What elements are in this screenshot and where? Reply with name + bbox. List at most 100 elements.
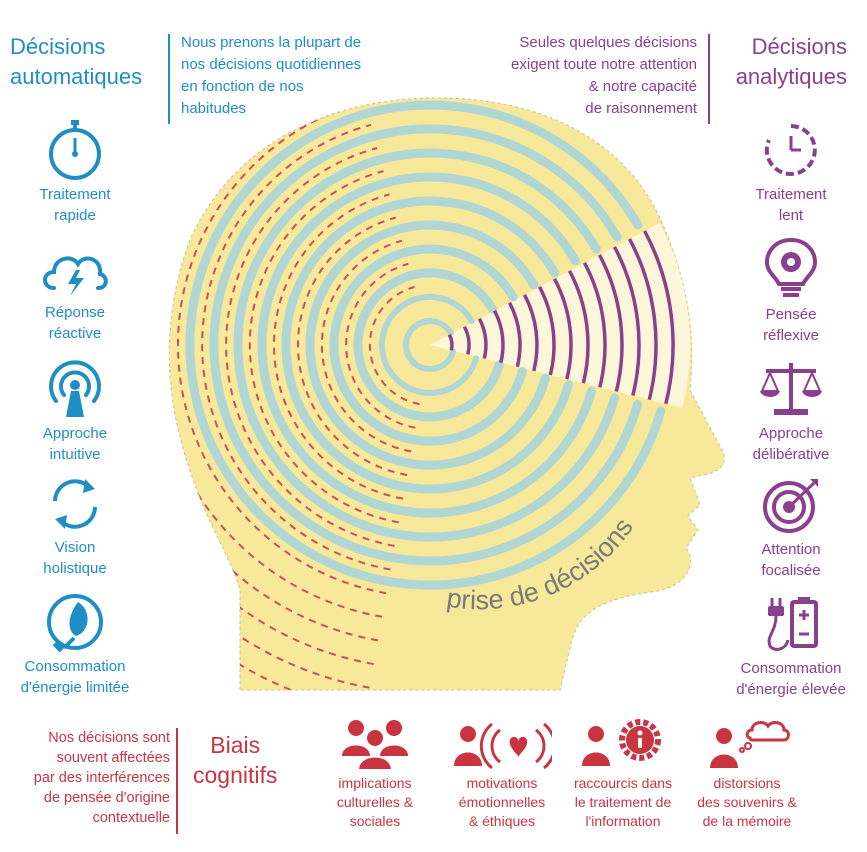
analytic-arc (537, 285, 556, 376)
ring-arc (329, 244, 527, 446)
wave-arc (345, 262, 416, 429)
analytic-desc-line: exigent toute notre attention (511, 56, 697, 73)
bias-divider (176, 728, 178, 834)
person-thought-icon (710, 721, 790, 768)
bias-label-line: distorsions (713, 775, 781, 791)
item-label-line: Réponse (44, 304, 106, 321)
analytic-arc (552, 277, 573, 380)
bias-label-line: émotionnelles (458, 794, 546, 810)
cloud-lightning-icon (43, 256, 108, 296)
bias-cultural-social: implications culturelles & sociales (310, 716, 440, 831)
bias-label-line: raccourcis dans (573, 775, 673, 791)
ring-arc (257, 172, 596, 518)
item-label-line: Vision (54, 539, 96, 556)
bias-label-line: sociales (349, 813, 401, 829)
automatic-title-line2: automatiques (10, 64, 143, 89)
wave-arc (169, 97, 374, 666)
ring-arc (209, 124, 643, 566)
ring-arc (233, 148, 620, 542)
clock-icon (764, 124, 817, 176)
bias-label-line: & éthiques (468, 813, 536, 829)
people-group-icon (342, 720, 408, 770)
stopwatch-icon (49, 120, 101, 180)
item-fast-processing: Traitement rapide (0, 118, 150, 226)
analytic-desc-line: & notre capacité (588, 78, 697, 95)
item-label-line: Approche (758, 425, 824, 442)
lightbulb-gear-icon (764, 237, 818, 297)
battery-plug-icon (767, 597, 818, 651)
auto-desc-line: nos décisions quotidiennes (181, 56, 362, 73)
automatic-decisions-title: Décisions automatiques (10, 32, 142, 92)
cognitive-biases-title: Biais cognitifs (193, 730, 277, 790)
bias-desc-line: de pensée d'origine (43, 790, 170, 806)
item-label-line: Pensée (765, 306, 817, 323)
item-label-line: réflexive (763, 327, 819, 344)
analytic-desc-line: de raisonnement (585, 100, 697, 117)
item-label-line: délibérative (752, 446, 830, 463)
wave-arc (176, 100, 387, 595)
analytic-title-line2: analytiques (735, 64, 847, 89)
analytic-desc-line: Seules quelques décisions (519, 34, 697, 51)
item-label-line: Attention (761, 541, 821, 558)
item-label-line: Consommation (24, 658, 126, 675)
item-label-line: Consommation (740, 660, 842, 677)
bias-label-line: motivations (466, 775, 538, 791)
bias-label-line: l'information (585, 813, 661, 829)
analytic-arc (462, 325, 471, 355)
bias-description: Nos décisions sont souvent affectées par… (34, 728, 170, 828)
item-low-energy: Consommation d'énergie limitée (0, 592, 150, 698)
analytic-arc (612, 246, 641, 397)
item-holistic-vision: Vision holistique (0, 475, 150, 579)
analytic-arc (492, 309, 505, 364)
item-label-line: focalisée (761, 562, 821, 579)
item-label-line: intuitive (49, 446, 101, 463)
wave-arc (297, 216, 408, 476)
analytic-title-line1: Décisions (751, 34, 847, 59)
person-heart-icon (454, 722, 552, 770)
automatic-decisions-description: Nous prenons la plupart de nos décisions… (181, 32, 361, 120)
item-deliberative-approach: Approche délibérative (716, 357, 866, 465)
item-label-line: holistique (43, 560, 107, 577)
bias-label-line: culturelles & (336, 794, 414, 810)
scales-icon (760, 363, 822, 415)
item-label-line: Traitement (755, 186, 827, 203)
item-reflexive-thinking: Pensée réflexive (716, 236, 866, 346)
item-focused-attention: Attention focalisée (716, 475, 866, 581)
item-label-line: réactive (48, 325, 102, 342)
antenna-icon (49, 360, 101, 417)
target-icon (763, 479, 818, 533)
wave-arc (368, 286, 420, 406)
item-label-line: Traitement (39, 186, 111, 203)
bias-emotional-ethical: motivations émotionnelles & éthiques (437, 716, 567, 831)
ring-arc (403, 318, 457, 372)
item-label-line: d'énergie limitée (20, 679, 130, 696)
bias-label-line: des souvenirs & (697, 794, 797, 810)
analytic-arc (643, 230, 675, 405)
auto-desc-line: habitudes (181, 100, 247, 117)
analytic-decisions-description: Seules quelques décisions exigent toute … (511, 32, 697, 120)
ring-arc (185, 100, 666, 590)
bias-title-line1: Biais (210, 732, 261, 758)
wave-arc (320, 239, 412, 453)
analytic-arc (567, 269, 590, 384)
bias-title-line2: cognitifs (193, 762, 278, 788)
bias-label-line: implications (338, 775, 412, 791)
cycle-arrows-icon (53, 479, 97, 529)
ring-arc (305, 220, 550, 470)
person-gear-info-icon (582, 719, 661, 766)
item-reactive-response: Réponse réactive (0, 246, 150, 344)
automatic-title-line1: Décisions (10, 34, 106, 59)
ring-arc (281, 196, 573, 494)
auto-desc-line: Nous prenons la plupart de (181, 34, 362, 51)
analytic-arc (582, 261, 607, 388)
analytic-arcs (447, 230, 675, 405)
auto-desc-line: en fonction de nos (181, 78, 304, 95)
ring-arc (353, 268, 504, 422)
item-label-line: rapide (54, 207, 96, 224)
ring-arc (378, 293, 480, 396)
analytic-arc (627, 238, 658, 401)
